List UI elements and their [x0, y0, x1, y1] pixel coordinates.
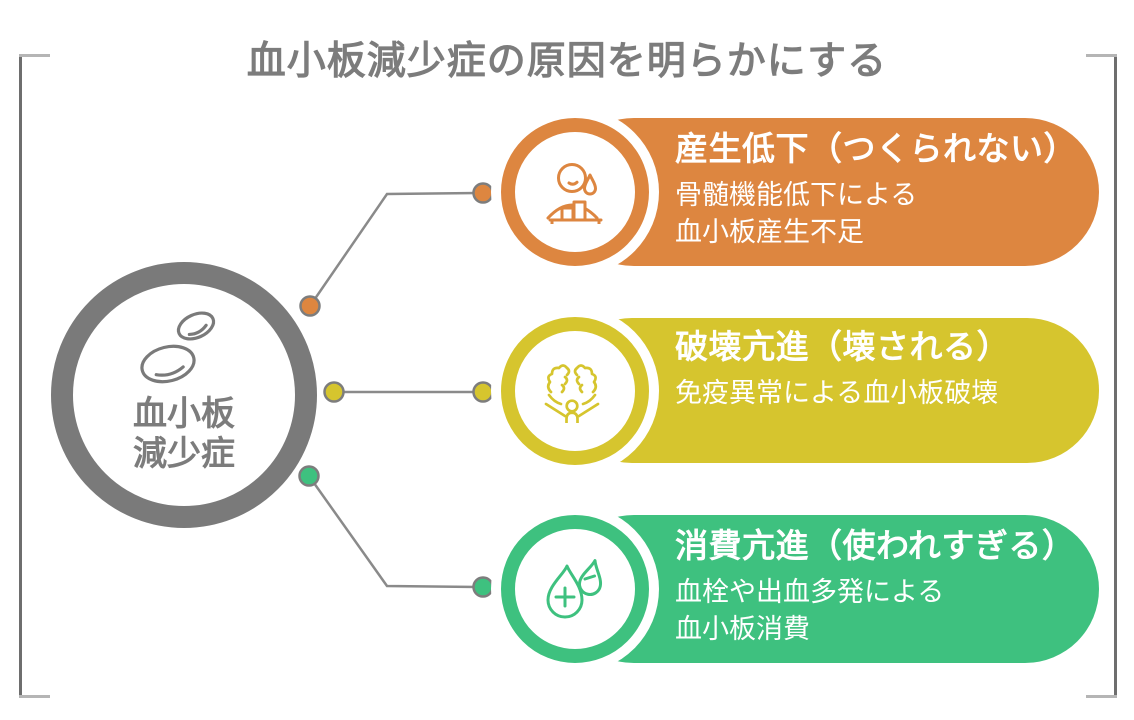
person-low-production-icon: [546, 163, 603, 224]
cause-title: 産生低下（つくられない）: [675, 130, 1077, 167]
center-label-line1: 血小板: [133, 395, 235, 433]
cause-title: 消費亢進（使われすぎる）: [675, 527, 1076, 564]
frame-corner-tick-bottom-right: [1086, 695, 1117, 698]
cause-text-production-decrease: 産生低下（つくられない） 骨髄機能低下による 血小板産生不足: [675, 130, 1077, 251]
cause-description: 骨髄機能低下による 血小板産生不足: [675, 180, 918, 247]
cause-text-destruction-increase: 破壊亢進（壊される） 免疫異常による血小板破壊: [675, 328, 1010, 412]
frame-right-line: [1114, 55, 1117, 698]
center-label: 血小板 減少症: [84, 394, 284, 474]
plus-minus-drops-icon: [546, 559, 603, 619]
cause-text-consumption-increase: 消費亢進（使われすぎる） 血栓や出血多発による 血小板消費: [675, 527, 1075, 648]
frame-corner-tick-top-left: [19, 54, 50, 57]
green-card-dot: [472, 576, 494, 598]
cause-title: 破壊亢進（壊される）: [675, 328, 1010, 365]
green-node-dot: [298, 465, 320, 487]
center-label-line2: 減少症: [133, 435, 235, 473]
immune-attack-icon: [544, 364, 600, 423]
orange-card-dot: [472, 182, 494, 204]
cause-description: 免疫異常による血小板破壊: [675, 378, 999, 408]
yellow-card-dot: [472, 381, 494, 403]
platelets-icon: [140, 311, 216, 384]
page-title: 血小板減少症の原因を明らかにする: [246, 40, 888, 83]
frame-corner-tick-top-right: [1086, 54, 1117, 57]
frame-corner-tick-bottom-left: [19, 695, 50, 698]
orange-node-dot: [299, 295, 321, 317]
cause-description: 血栓や出血多発による 血小板消費: [675, 577, 945, 644]
frame-left-line: [19, 55, 22, 698]
yellow-node-dot: [323, 381, 345, 403]
